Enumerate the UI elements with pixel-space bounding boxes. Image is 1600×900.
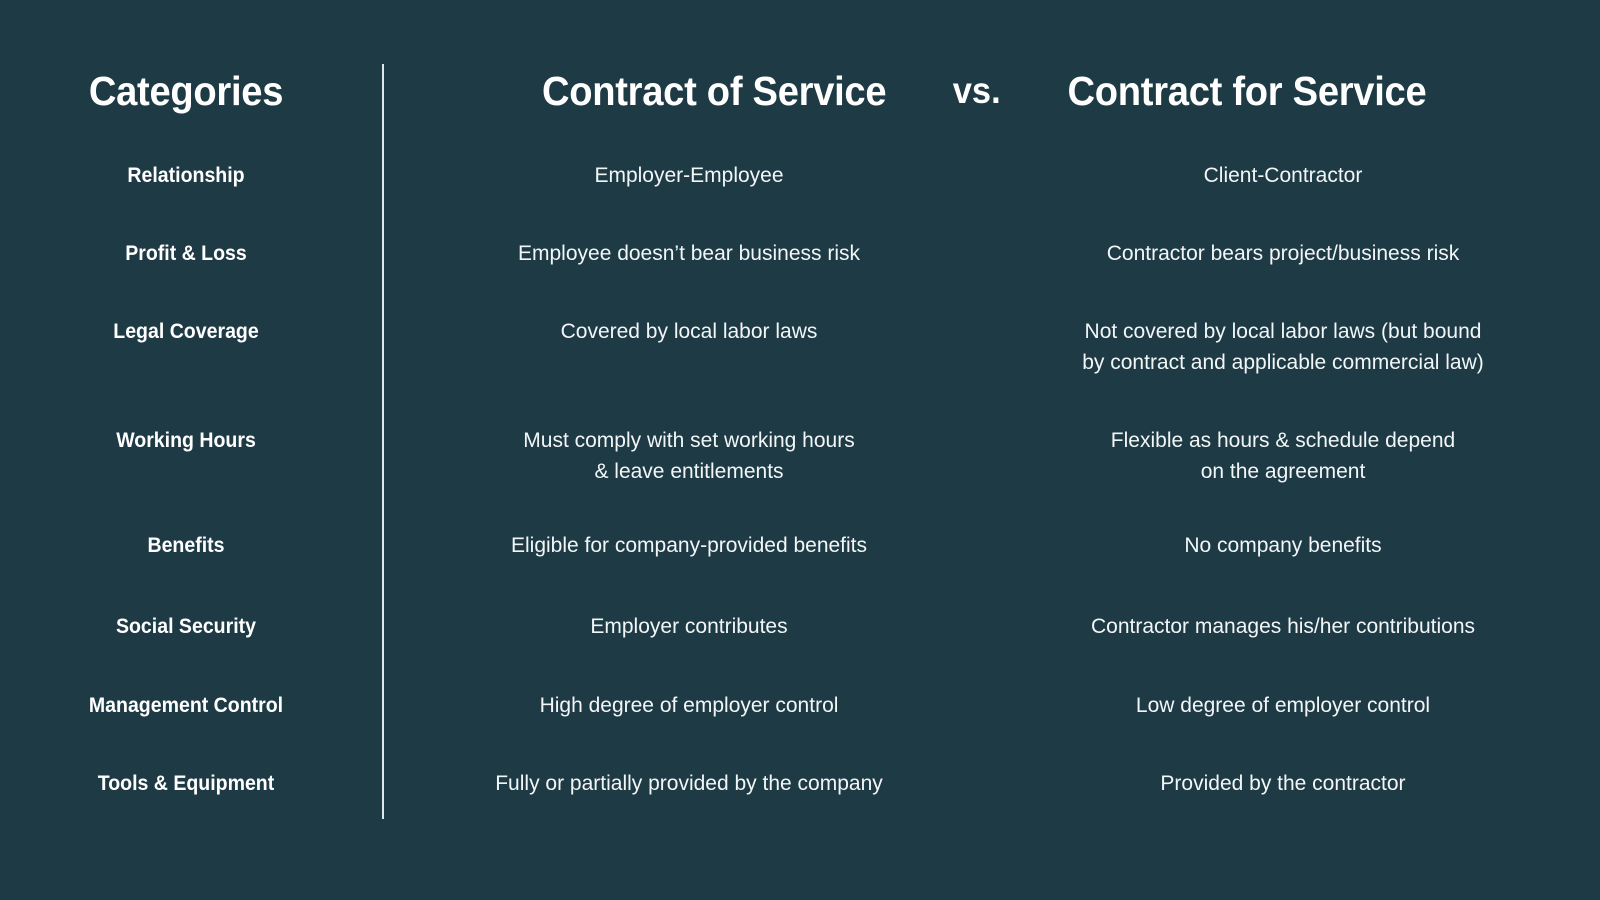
table-row: Legal Coverage Covered by local labor law… bbox=[0, 296, 1600, 405]
comparison-headers: Contract of Service vs. Contract for Ser… bbox=[392, 58, 1577, 124]
cell-text-line: No company benefits bbox=[1184, 534, 1382, 557]
table-header: Categories Contract of Service vs. Contr… bbox=[0, 58, 1600, 124]
row-label: Legal Coverage bbox=[113, 320, 259, 343]
cell-text-line: Not covered by local labor laws (but bou… bbox=[1084, 320, 1482, 343]
contract-for-service-header: Contract for Service bbox=[1067, 67, 1427, 114]
cell-text-line: Employee doesn’t bear business risk bbox=[517, 242, 860, 265]
cell-contract-of-service: Employee doesn’t bear business risk bbox=[392, 218, 986, 269]
cell-contract-for-service: Client-Contractor bbox=[986, 140, 1580, 191]
row-label: Working Hours bbox=[116, 429, 256, 452]
table-row: Working Hours Must comply with set workin… bbox=[0, 405, 1600, 510]
cell-text-line: by contract and applicable commercial la… bbox=[1082, 351, 1484, 374]
cell-text-line: Eligible for company-provided benefits bbox=[510, 534, 868, 557]
cell-text-line: Provided by the contractor bbox=[1160, 772, 1406, 795]
versus-separator: vs. bbox=[952, 70, 1001, 111]
cell-text-line: High degree of employer control bbox=[539, 694, 839, 717]
cell-text-line: Employer contributes bbox=[590, 615, 788, 638]
row-label: Social Security bbox=[115, 615, 257, 638]
cell-contract-for-service: Low degree of employer control bbox=[986, 670, 1580, 721]
cell-contract-of-service: Employer-Employee bbox=[392, 140, 986, 191]
cell-contract-of-service: Covered by local labor laws bbox=[392, 296, 986, 347]
row-label: Relationship bbox=[127, 164, 245, 187]
table-body: Relationship Employer-Employee Client-Cont… bbox=[0, 140, 1600, 826]
cell-contract-for-service: No company benefits bbox=[986, 510, 1580, 561]
cell-text-line: Low degree of employer control bbox=[1135, 694, 1431, 717]
cell-text-line: Employer-Employee bbox=[594, 164, 784, 187]
row-label: Profit & Loss bbox=[125, 242, 247, 265]
table-row: Profit & Loss Employee doesn’t bear busin… bbox=[0, 218, 1600, 296]
categories-column-header: Categories bbox=[88, 68, 284, 114]
row-label: Benefits bbox=[147, 534, 225, 557]
cell-contract-for-service: Contractor manages his/her contributions bbox=[986, 591, 1580, 642]
cell-contract-for-service: Not covered by local labor laws (but bou… bbox=[986, 296, 1580, 378]
cell-text-line: Must comply with set working hours bbox=[523, 429, 855, 452]
table-row: Management Control High degree of employe… bbox=[0, 670, 1600, 748]
cell-text-line: on the agreement bbox=[1200, 460, 1366, 483]
column-divider bbox=[382, 64, 384, 819]
cell-text-line: & leave entitlements bbox=[594, 460, 784, 483]
cell-text-line: Client-Contractor bbox=[1203, 164, 1363, 187]
table-row: Relationship Employer-Employee Client-Cont… bbox=[0, 140, 1600, 218]
cell-contract-for-service: Provided by the contractor bbox=[986, 748, 1580, 799]
contract-of-service-header: Contract of Service bbox=[541, 67, 887, 114]
cell-contract-of-service: High degree of employer control bbox=[392, 670, 986, 721]
cell-contract-for-service: Contractor bears project/business risk bbox=[986, 218, 1580, 269]
cell-contract-of-service: Must comply with set working hours & leav… bbox=[392, 405, 986, 487]
cell-contract-of-service: Employer contributes bbox=[392, 591, 986, 642]
row-label: Tools & Equipment bbox=[97, 772, 275, 795]
table-row: Benefits Eligible for company-provided be… bbox=[0, 510, 1600, 591]
table-row: Tools & Equipment Fully or partially prov… bbox=[0, 748, 1600, 826]
cell-text-line: Fully or partially provided by the compa… bbox=[495, 772, 883, 795]
cell-text-line: Contractor manages his/her contributions bbox=[1090, 615, 1476, 638]
cell-text-line: Contractor bears project/business risk bbox=[1106, 242, 1460, 265]
cell-contract-of-service: Eligible for company-provided benefits bbox=[392, 510, 986, 561]
cell-text-line: Covered by local labor laws bbox=[560, 320, 818, 343]
table-row: Social Security Employer contributes Contr… bbox=[0, 591, 1600, 670]
cell-contract-for-service: Flexible as hours & schedule depend on th… bbox=[986, 405, 1580, 487]
cell-text-line: Flexible as hours & schedule depend bbox=[1110, 429, 1456, 452]
row-label: Management Control bbox=[88, 694, 284, 717]
cell-contract-of-service: Fully or partially provided by the compa… bbox=[392, 748, 986, 799]
